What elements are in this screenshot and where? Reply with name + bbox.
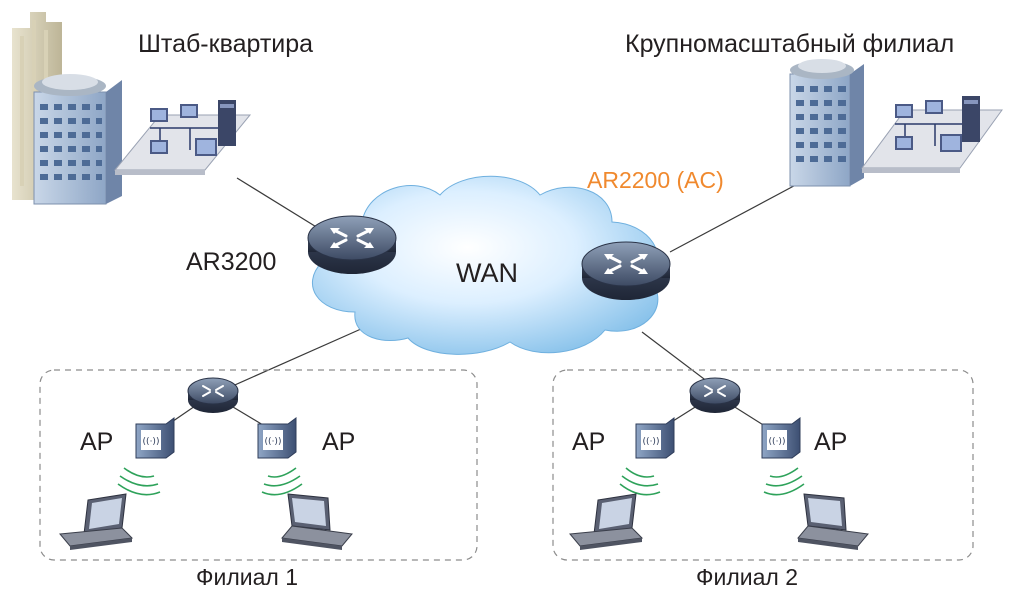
branch2-area <box>552 369 974 561</box>
label-ap-1: AP <box>80 428 114 456</box>
laptop2-icon <box>281 493 353 550</box>
link-wan-branch2 <box>641 331 713 386</box>
wireless-signal-icons <box>117 467 805 496</box>
router-ar2200-icon <box>581 241 671 300</box>
label-ap-3: AP <box>572 428 606 456</box>
link-ac-branch <box>669 179 806 253</box>
hq-lan-icon <box>113 100 252 175</box>
ap1-icon: ((·)) <box>135 417 175 459</box>
ap3-icon: ((·)) <box>635 417 675 459</box>
branch-building-icon <box>789 59 864 187</box>
label-branch1: Филиал 1 <box>196 564 298 590</box>
branch1-area <box>39 369 478 561</box>
link-hq-router <box>236 177 319 229</box>
wifi-signal-ap4-icon <box>763 467 805 496</box>
link-wan-branch1 <box>227 324 371 389</box>
wifi-signal-ap3-icon <box>619 467 661 496</box>
svg-text:((·)): ((·)) <box>143 437 160 447</box>
laptop1-icon <box>59 493 134 550</box>
hq-building-icon <box>12 12 122 205</box>
branch-lan-icon <box>861 96 1003 173</box>
wifi-signal-ap1-icon <box>117 467 161 496</box>
label-large-branch: Крупномасштабный филиал <box>625 30 955 58</box>
laptop4-icon <box>797 493 869 550</box>
ap2-icon: ((·)) <box>257 417 297 459</box>
label-wan: WAN <box>456 258 518 288</box>
label-ap-4: AP <box>814 428 848 456</box>
svg-text:((·)): ((·)) <box>265 437 282 447</box>
wifi-signal-ap2-icon <box>261 467 303 496</box>
label-ap-2: AP <box>322 428 356 456</box>
links <box>162 177 806 429</box>
switch-branch1-icon <box>187 377 239 413</box>
switch-branch2-icon <box>689 377 741 413</box>
laptop3-icon <box>569 493 644 550</box>
svg-text:((·)): ((·)) <box>643 437 660 447</box>
router-ar3200-icon <box>307 215 397 274</box>
svg-text:((·)): ((·)) <box>769 437 786 447</box>
ap4-icon: ((·)) <box>761 417 801 459</box>
label-hq-router: AR3200 <box>186 248 277 276</box>
label-branch2: Филиал 2 <box>696 564 798 590</box>
label-ac-router: AR2200 (AC) <box>587 167 724 193</box>
label-headquarters: Штаб-квартира <box>138 30 314 58</box>
